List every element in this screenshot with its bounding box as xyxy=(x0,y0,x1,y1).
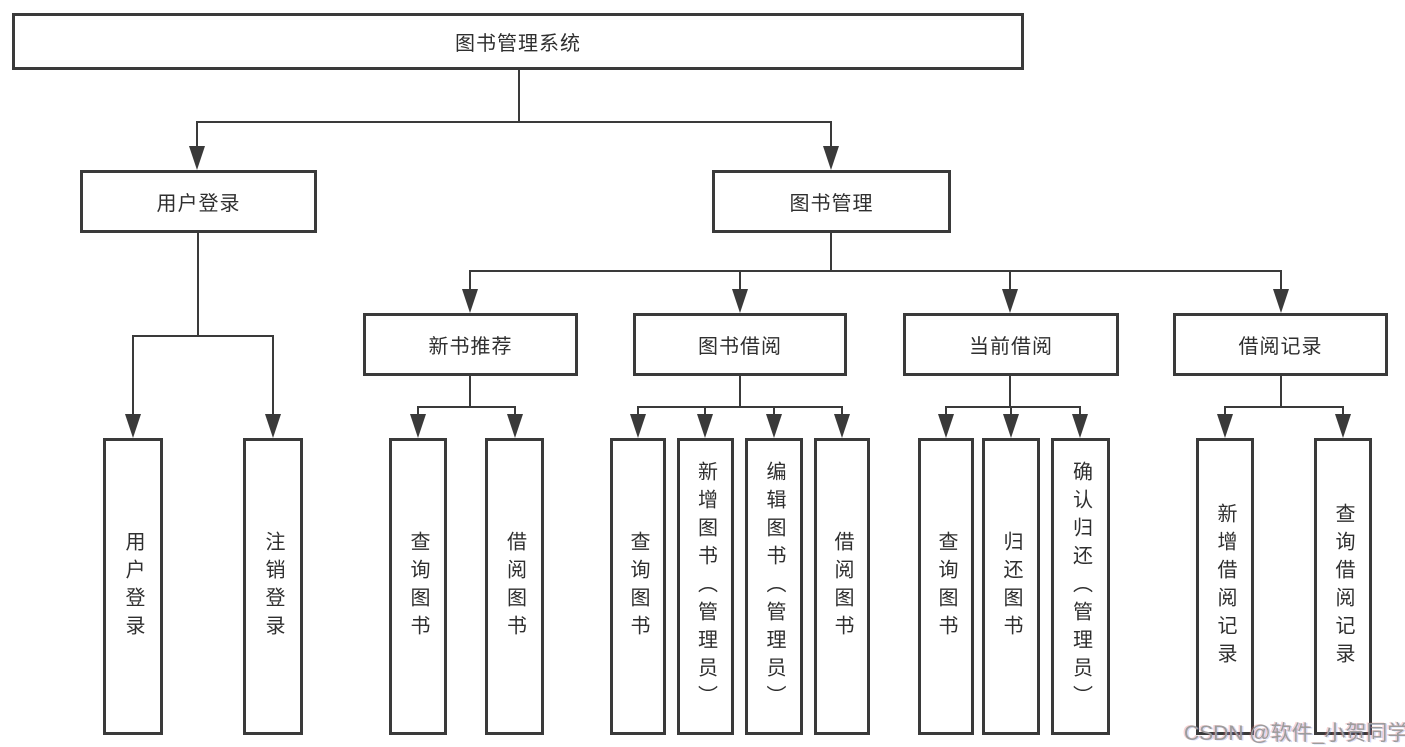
leaf-label: 确认归还（管理员） xyxy=(1069,460,1092,713)
node-new-book-recommend: 新书推荐 xyxy=(363,313,578,376)
connector-drop-login-leaf xyxy=(132,335,134,420)
connector-drop-new-book xyxy=(469,270,471,295)
node-current-borrow: 当前借阅 xyxy=(903,313,1119,376)
connector-drop-book-borrow xyxy=(739,270,741,295)
leaf-user-login: 用户登录 xyxy=(103,438,163,735)
arrow-down-icon xyxy=(834,414,850,438)
leaf-current-return-books: 归还图书 xyxy=(982,438,1040,735)
leaf-borrow-edit-books-admin: 编辑图书（管理员） xyxy=(745,438,803,735)
leaf-label: 查询图书 xyxy=(407,530,429,643)
connector-drop-leaf xyxy=(1342,406,1344,420)
connector-drop-user-login xyxy=(196,121,198,152)
arrow-down-icon xyxy=(189,146,205,170)
connector-book-borrow-stem xyxy=(739,376,741,408)
arrow-down-icon xyxy=(1072,414,1088,438)
arrow-down-icon xyxy=(265,414,281,438)
leaf-records-query-borrow-record: 查询借阅记录 xyxy=(1314,438,1372,735)
leaf-label: 用户登录 xyxy=(122,530,144,643)
leaf-label: 新增借阅记录 xyxy=(1214,502,1236,671)
connector-book-borrow-split xyxy=(637,406,843,408)
connector-root-stem xyxy=(518,70,520,123)
connector-drop-book-management xyxy=(830,121,832,152)
node-borrow-records: 借阅记录 xyxy=(1173,313,1388,376)
node-root-library-management-system: 图书管理系统 xyxy=(12,13,1024,70)
connector-borrow-records-stem xyxy=(1280,376,1282,408)
arrow-down-icon xyxy=(507,414,523,438)
connector-drop-leaf xyxy=(417,406,419,420)
connector-user-login-stem xyxy=(197,233,199,337)
connector-drop-leaf xyxy=(773,406,775,420)
arrow-down-icon xyxy=(1335,414,1351,438)
arrow-down-icon xyxy=(732,289,748,313)
leaf-borrow-borrow-books: 借阅图书 xyxy=(814,438,870,735)
connector-user-login-split xyxy=(132,335,274,337)
leaf-label: 注销登录 xyxy=(262,530,284,643)
connector-current-borrow-split xyxy=(945,406,1081,408)
arrow-down-icon xyxy=(938,414,954,438)
arrow-down-icon xyxy=(410,414,426,438)
connector-drop-leaf xyxy=(637,406,639,420)
csdn-watermark: CSDN @软件_小贺同学 xyxy=(1184,722,1405,745)
arrow-down-icon xyxy=(1273,289,1289,313)
connector-drop-leaf xyxy=(841,406,843,420)
connector-drop-current-borrow xyxy=(1009,270,1011,295)
leaf-label: 查询图书 xyxy=(627,530,649,643)
connector-drop-borrow-records xyxy=(1280,270,1282,295)
connector-drop-leaf xyxy=(1079,406,1081,420)
arrow-down-icon xyxy=(766,414,782,438)
leaf-label: 借阅图书 xyxy=(503,530,526,643)
connector-book-management-stem xyxy=(830,233,832,272)
leaf-label: 查询图书 xyxy=(935,530,957,643)
connector-drop-leaf xyxy=(514,406,516,420)
arrow-down-icon xyxy=(462,289,478,313)
leaf-current-query-books: 查询图书 xyxy=(918,438,974,735)
arrow-down-icon xyxy=(630,414,646,438)
arrow-down-icon xyxy=(1003,414,1019,438)
leaf-new-book-borrow-books: 借阅图书 xyxy=(485,438,544,735)
leaf-borrow-add-books-admin: 新增图书（管理员） xyxy=(677,438,734,735)
arrow-down-icon xyxy=(697,414,713,438)
arrow-down-icon xyxy=(1002,289,1018,313)
connector-root-split xyxy=(196,121,832,123)
leaf-current-confirm-return-admin: 确认归还（管理员） xyxy=(1051,438,1110,735)
node-book-management: 图书管理 xyxy=(712,170,951,233)
connector-drop-leaf xyxy=(1010,406,1012,420)
connector-current-borrow-stem xyxy=(1009,376,1011,408)
arrow-down-icon xyxy=(125,414,141,438)
connector-borrow-records-split xyxy=(1224,406,1344,408)
connector-book-management-split xyxy=(469,270,1282,272)
leaf-records-add-borrow-record: 新增借阅记录 xyxy=(1196,438,1254,735)
connector-new-book-stem xyxy=(469,376,471,408)
leaf-label: 借阅图书 xyxy=(831,530,853,643)
connector-drop-logout-leaf xyxy=(272,335,274,420)
connector-drop-leaf xyxy=(1224,406,1226,420)
leaf-logout: 注销登录 xyxy=(243,438,303,735)
leaf-borrow-query-books: 查询图书 xyxy=(610,438,666,735)
leaf-label: 新增图书（管理员） xyxy=(694,460,717,713)
arrow-down-icon xyxy=(823,146,839,170)
connector-drop-leaf xyxy=(704,406,706,420)
node-book-borrow: 图书借阅 xyxy=(633,313,847,376)
connector-drop-leaf xyxy=(945,406,947,420)
node-user-login: 用户登录 xyxy=(80,170,317,233)
arrow-down-icon xyxy=(1217,414,1233,438)
connector-new-book-split xyxy=(417,406,516,408)
leaf-new-book-query-books: 查询图书 xyxy=(389,438,447,735)
leaf-label: 查询借阅记录 xyxy=(1332,502,1354,671)
leaf-label: 编辑图书（管理员） xyxy=(763,460,785,713)
leaf-label: 归还图书 xyxy=(1000,530,1022,643)
